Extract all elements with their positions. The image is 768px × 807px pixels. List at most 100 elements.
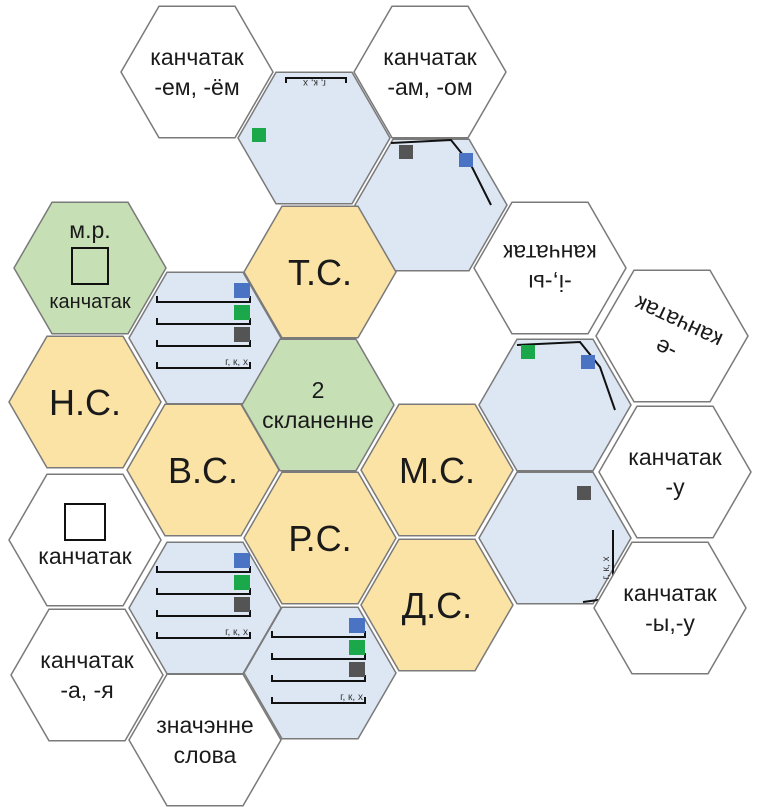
- tile-masculine-ending[interactable]: м.р.канчатак: [13, 201, 167, 335]
- bracket-line: [156, 588, 251, 595]
- gkh-label: г, к, х: [601, 557, 612, 580]
- tile-ending-blue-4[interactable]: г, к, х: [478, 471, 632, 605]
- tile-label: канчатак -ы,-у: [623, 580, 717, 636]
- hex-shape: [8, 335, 162, 469]
- color-square: [577, 486, 591, 500]
- case-text: В.С.: [168, 450, 238, 491]
- tile-text: канчатак: [150, 44, 244, 70]
- bracket-line: [156, 632, 251, 639]
- tile-ending-blue-3[interactable]: [478, 338, 632, 472]
- tile-text: скланенне: [262, 407, 374, 433]
- tile-ending-blank[interactable]: канчатак: [8, 473, 162, 607]
- color-square: [252, 128, 266, 142]
- tile-text: -ы,-у: [645, 610, 695, 636]
- bracket-line: [271, 653, 366, 660]
- tile-text: канчатак: [628, 444, 722, 470]
- tile-text: канчатак: [49, 291, 131, 313]
- gkh-label: г, к, х: [225, 627, 248, 638]
- tile-text: -у: [665, 474, 685, 500]
- case-text: М.С.: [399, 450, 475, 491]
- tile-text: канчатак: [502, 240, 596, 266]
- tile-case-ds[interactable]: Д.С.: [360, 538, 514, 672]
- hex-shape: [354, 138, 508, 272]
- tile-text: слова: [174, 742, 237, 768]
- tile-label: канчатак: [38, 503, 133, 569]
- tile-ending-a-ya[interactable]: канчатак -а, -я: [10, 608, 164, 742]
- tile-case-ns[interactable]: Н.С.: [8, 335, 162, 469]
- bracket-line: [271, 631, 366, 638]
- hex-shape: [478, 338, 632, 472]
- tile-text: канчатак: [40, 647, 134, 673]
- case-text: Т.С.: [288, 252, 352, 293]
- color-square: [234, 597, 250, 612]
- color-square: [234, 283, 250, 298]
- tile-text: канчатак: [383, 44, 477, 70]
- tile-text: значэнне: [156, 712, 253, 738]
- tile-text: канчатак: [623, 580, 717, 606]
- tile-case-ts[interactable]: Т.С.: [243, 205, 397, 339]
- hex-shape: [598, 405, 752, 539]
- bracket-line: [156, 362, 251, 369]
- tile-label: канчатак -ем, -ём: [150, 44, 244, 100]
- bracket-line: [156, 340, 251, 347]
- color-square: [234, 305, 250, 320]
- tile-word-meaning[interactable]: значэнне слова: [128, 673, 282, 807]
- tile-label: Р.С.: [288, 518, 351, 559]
- tile-ending-list-3[interactable]: г, к, х: [243, 606, 397, 740]
- color-square: [349, 640, 365, 655]
- hex-shape: [593, 541, 747, 675]
- tile-ending-u[interactable]: канчатак -у: [598, 405, 752, 539]
- tile-label: В.С.: [168, 450, 238, 491]
- tile-text: -ем, -ём: [154, 74, 239, 100]
- color-square: [234, 553, 250, 568]
- hex-shape: [360, 403, 514, 537]
- tile-label: значэнне слова: [156, 712, 253, 768]
- tile-ending-blue-1[interactable]: г, к, х: [237, 71, 391, 205]
- tile-label: канчатак -ам, -ом: [383, 44, 477, 100]
- tile-label: м.р.канчатак: [49, 217, 131, 313]
- case-text: Д.С.: [402, 585, 472, 626]
- tile-ending-y-u[interactable]: канчатак -ы,-у: [593, 541, 747, 675]
- tile-ending-am-om[interactable]: канчатак -ам, -ом: [353, 5, 507, 139]
- tile-case-rs[interactable]: Р.С.: [243, 471, 397, 605]
- bracket-line: [271, 697, 366, 704]
- color-square: [399, 145, 413, 159]
- tile-case-ms[interactable]: М.С.: [360, 403, 514, 537]
- tile-label: Н.С.: [49, 382, 121, 423]
- hex-shape: [595, 269, 749, 403]
- tile-ending-i-y-flipped[interactable]: -і,-ы канчатак: [473, 201, 627, 335]
- gkh-label: г, к, х: [303, 77, 326, 88]
- tile-ending-em-yom[interactable]: канчатак -ем, -ём: [120, 5, 274, 139]
- tile-case-vs[interactable]: В.С.: [126, 403, 280, 537]
- case-text: Р.С.: [288, 518, 351, 559]
- tile-text: канчатак: [38, 543, 132, 569]
- bracket-line: [156, 566, 251, 573]
- hex-shape: [360, 538, 514, 672]
- tile-label: Т.С.: [288, 252, 352, 293]
- color-square: [459, 153, 473, 167]
- bracket-line: [390, 138, 492, 206]
- case-text: Н.С.: [49, 382, 121, 423]
- hex-shape: [13, 201, 167, 335]
- hex-shape: [353, 5, 507, 139]
- bracket-line: [156, 296, 251, 303]
- hex-shape: [243, 471, 397, 605]
- tile-text: -і,-ы: [528, 270, 571, 296]
- tile-ending-blue-2[interactable]: [354, 138, 508, 272]
- bracket-line: [271, 675, 366, 682]
- bracket-line: [156, 610, 251, 617]
- hex-shape: [478, 471, 632, 605]
- tile-text: -а, -я: [60, 677, 113, 703]
- blank-square: [64, 503, 106, 541]
- tile-text: -ам, -ом: [387, 74, 472, 100]
- hex-shape: [237, 71, 391, 205]
- gkh-label: г, к, х: [225, 357, 248, 368]
- gkh-label: г, к, х: [340, 692, 363, 703]
- tile-label: канчатак -у: [628, 444, 722, 500]
- color-square: [581, 355, 595, 369]
- tile-ending-list-1[interactable]: г, к, х: [128, 271, 282, 405]
